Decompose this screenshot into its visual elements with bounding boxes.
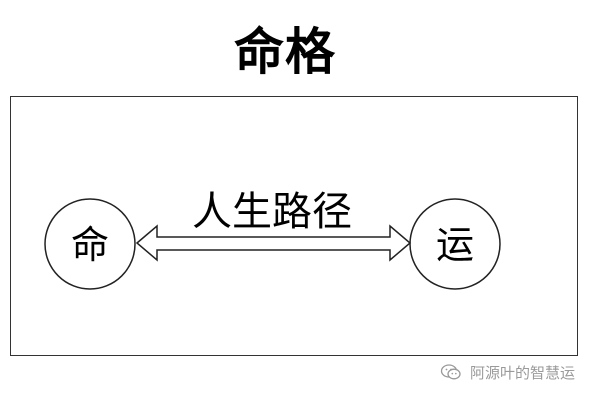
node-ming-circle — [44, 198, 136, 290]
watermark-text: 阿源叶的智慧运 — [470, 363, 576, 382]
watermark: 阿源叶的智慧运 — [440, 360, 600, 384]
wechat-icon — [440, 364, 461, 380]
double-arrow — [135, 224, 412, 262]
node-yun-circle — [409, 198, 501, 290]
node-yun-label: 运 — [436, 223, 474, 267]
node-ming-label: 命 — [71, 223, 109, 267]
edge-label: 人生路径 — [192, 189, 352, 235]
diagram-frame — [10, 96, 578, 356]
page-title: 命格 — [234, 23, 336, 81]
